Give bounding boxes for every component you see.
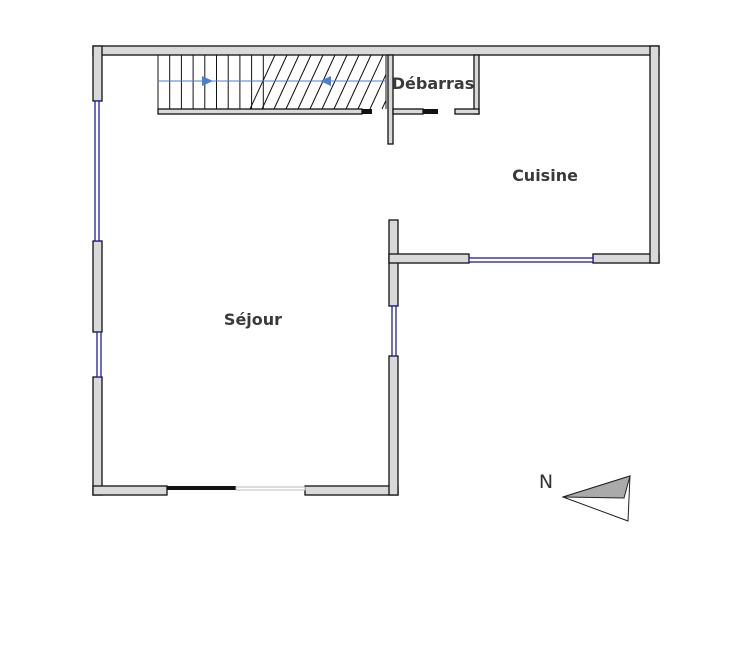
window-kitchen — [468, 257, 594, 263]
wall-debarras-bottom-right — [454, 108, 480, 115]
wall-debarras-right — [473, 54, 480, 115]
stair-arrow-down — [320, 76, 331, 86]
window-sejour-right — [391, 305, 397, 357]
door-jamb — [362, 109, 372, 114]
wall-kitchen-bottom-left — [388, 253, 470, 264]
walls — [92, 45, 660, 496]
wall-debarras-bottom-left — [392, 108, 424, 115]
wall-bottom-right — [304, 485, 399, 496]
stair-treads — [157, 55, 387, 109]
wall-right — [649, 45, 660, 264]
wall-debarras-left — [387, 54, 394, 145]
windows — [94, 100, 594, 378]
window-left-upper — [94, 100, 100, 242]
stair-hatch-line — [333, 54, 360, 110]
room-label-cuisine: Cuisine — [512, 166, 578, 185]
room-label-debarras: Débarras — [392, 74, 474, 93]
staircase — [157, 54, 387, 110]
bay-door-fixed — [167, 486, 236, 490]
room-label-sejour: Séjour — [224, 310, 282, 329]
stair-hatch-line — [297, 54, 324, 110]
wall-left-upper — [92, 45, 103, 102]
stair-hatch-line — [321, 54, 348, 110]
wall-sejour-right-lower — [388, 355, 399, 496]
stair-break-line — [249, 54, 276, 110]
stair-hatch-line — [261, 54, 288, 110]
stair-hatch — [261, 54, 387, 110]
stair-hatch-line — [273, 54, 300, 110]
bay-door-sliding — [235, 486, 306, 491]
stair-hatch-line — [285, 54, 312, 110]
window-left-lower — [96, 331, 102, 378]
stair-hatch-line — [369, 74, 387, 110]
wall-kitchen-bottom-right — [592, 253, 660, 264]
door-jamb — [423, 109, 438, 114]
stair-arrow-up — [202, 76, 213, 86]
north-compass: N — [539, 471, 631, 522]
wall-stair-bottom — [157, 108, 363, 115]
stair-hatch-line — [357, 54, 384, 110]
compass-north-label: N — [539, 471, 553, 493]
wall-left-lower — [92, 376, 103, 496]
wall-bottom-left — [92, 485, 168, 496]
stair-hatch-line — [345, 54, 372, 110]
bay-door — [167, 486, 306, 491]
wall-left-middle — [92, 240, 103, 333]
door-jambs — [362, 109, 438, 114]
wall-top — [92, 45, 660, 56]
compass-arrow-shade — [562, 475, 631, 499]
stair-hatch-line — [381, 100, 387, 110]
